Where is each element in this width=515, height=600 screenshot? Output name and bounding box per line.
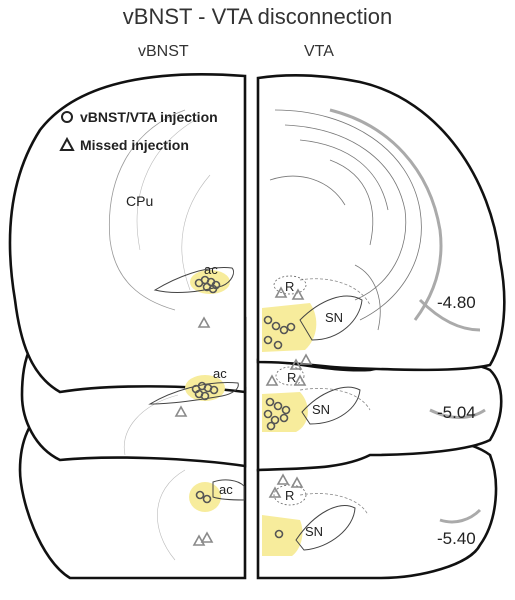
injection-marker (209, 385, 219, 395)
missed-marker (274, 286, 288, 298)
legend-missed-label: Missed injection (80, 137, 189, 153)
label-ac-2: ac (213, 366, 227, 381)
label-r-3: R (285, 488, 294, 503)
substantia-nigra-outline-1 (299, 295, 363, 341)
injection-marker (265, 397, 275, 407)
injection-marker (202, 494, 212, 504)
red-nucleus-outline-2 (275, 366, 305, 386)
vta-section-2-outline (256, 358, 503, 472)
label-sn-3: SN (305, 524, 323, 539)
missed-marker (290, 476, 304, 488)
injection-marker (266, 421, 276, 431)
label-r-2: R (287, 370, 296, 385)
red-nucleus-outline-1 (273, 275, 307, 295)
ac-structure-3 (212, 479, 245, 501)
missed-marker (276, 473, 290, 485)
vta-section-1-outline (256, 74, 506, 372)
injection-marker (273, 340, 283, 350)
missed-marker (291, 288, 305, 300)
level-label-2: -5.04 (437, 403, 476, 422)
level-label-3: -5.40 (437, 529, 476, 548)
column-label-vta: VTA (304, 43, 334, 60)
level-label-1: -4.80 (437, 293, 476, 312)
legend-injection-label: vBNST/VTA injection (80, 109, 218, 125)
missed-marker (299, 353, 313, 365)
label-cpu: CPu (126, 193, 153, 209)
red-nucleus-outline-3 (273, 484, 307, 506)
missed-marker (265, 374, 279, 386)
missed-marker (174, 405, 188, 417)
missed-marker (200, 531, 214, 543)
injection-marker (271, 321, 281, 331)
injection-marker (279, 325, 289, 335)
label-ac-1: ac (204, 262, 218, 277)
column-label-vbnst: vBNST (138, 43, 189, 60)
injection-marker (208, 284, 218, 294)
figure-title: vBNST - VTA disconnection (122, 4, 393, 29)
substantia-nigra-outline-3 (295, 505, 356, 551)
missed-marker (192, 534, 206, 546)
vbnst-section-1-outline (8, 72, 247, 394)
substantia-nigra-outline-2 (301, 386, 361, 425)
missed-marker (268, 486, 282, 498)
label-sn-1: SN (325, 310, 343, 325)
legend: vBNST/VTA injection Missed injection (59, 109, 218, 153)
injection-marker (263, 335, 273, 345)
injection-marker (286, 322, 296, 332)
injection-marker (281, 405, 291, 415)
missed-marker (293, 374, 307, 386)
injection-marker (270, 415, 280, 425)
injection-marker (195, 490, 205, 500)
label-r-1: R (285, 279, 294, 294)
legend-triangle-icon (59, 136, 75, 151)
vta-highlight-1 (262, 303, 317, 352)
ac-structure-1 (153, 267, 235, 294)
injection-marker (273, 401, 283, 411)
vbnst-highlight-1 (190, 270, 230, 294)
injection-marker (263, 409, 273, 419)
injection-marker (200, 391, 210, 401)
ac-structure-2 (148, 382, 239, 405)
injection-marker (274, 529, 284, 539)
injection-marker (263, 315, 273, 325)
label-ac-3: ac (219, 482, 233, 497)
label-sn-2: SN (312, 402, 330, 417)
missed-marker (197, 316, 211, 328)
legend-circle-icon (61, 111, 73, 123)
missed-marker (289, 358, 303, 370)
injection-marker (279, 413, 289, 423)
